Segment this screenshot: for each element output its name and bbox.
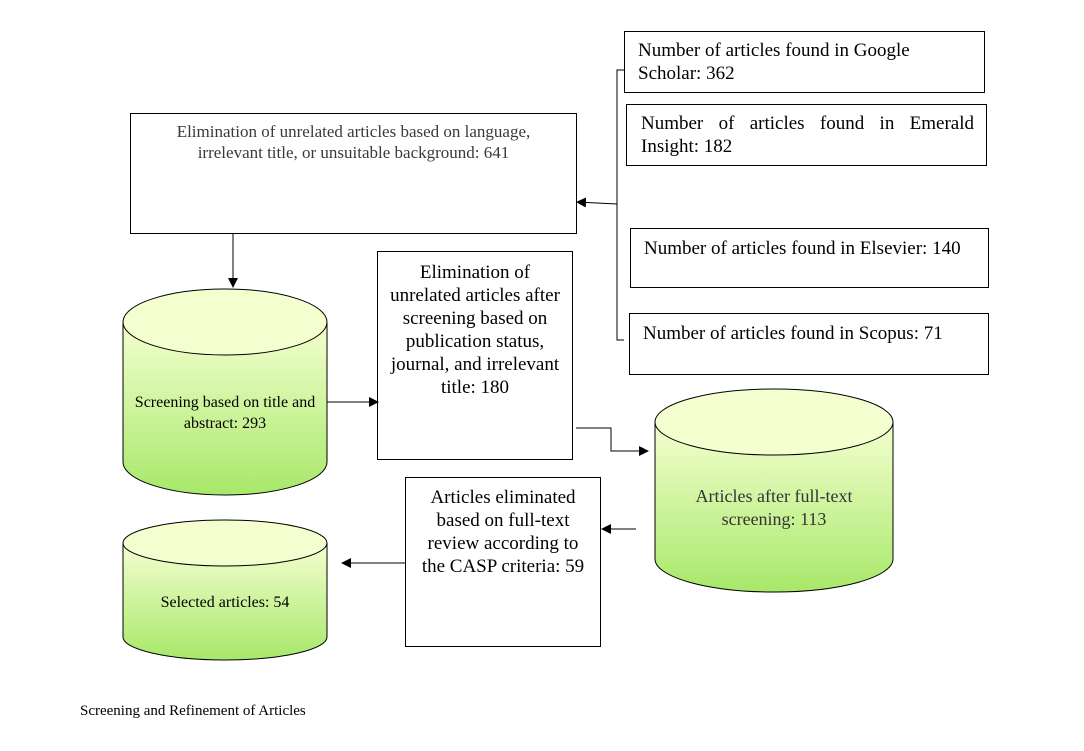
elimination-initial-label: Elimination of unrelated articles based … (176, 122, 531, 162)
after-fulltext-label: Articles after full-text screening: 113 (695, 486, 853, 529)
cylinder-after-fulltext (654, 388, 894, 593)
elimination-screening-box: Elimination of unrelated articles after … (377, 251, 573, 460)
arrow-elimination-to-fulltext (576, 427, 649, 456)
elimination-fulltext-box: Articles eliminated based on full-text r… (405, 477, 601, 647)
source-label-elsevier: Number of articles found in Elsevier: 14… (644, 238, 961, 259)
selected-articles-label: Selected articles: 54 (160, 594, 290, 611)
elimination-initial-box: Elimination of unrelated articles based … (130, 113, 577, 234)
cylinder-screening-title-abstract (122, 288, 328, 496)
source-label-scopus: Number of articles found in Scopus: 71 (643, 323, 943, 344)
arrow-sources-to-elimination (576, 197, 618, 208)
cylinder-selected (122, 519, 328, 661)
source-label-emerald-insight: Number of articles found in Emerald Insi… (641, 113, 974, 157)
source-box-elsevier: Number of articles found in Elsevier: 14… (630, 228, 989, 288)
screening-title-abstract-label: Screening based on title and abstract: 2… (134, 394, 316, 432)
sources-bracket (616, 69, 624, 341)
source-label-google-scholar: Number of articles found in Google Schol… (638, 40, 910, 84)
elimination-fulltext-label: Articles eliminated based on full-text r… (421, 487, 585, 577)
figure-caption: Screening and Refinement of Articles (80, 703, 306, 719)
source-box-emerald-insight: Number of articles found in Emerald Insi… (626, 104, 987, 166)
elimination-screening-label: Elimination of unrelated articles after … (390, 262, 560, 398)
source-box-scopus: Number of articles found in Scopus: 71 (629, 313, 989, 375)
source-box-google-scholar: Number of articles found in Google Schol… (624, 31, 985, 93)
